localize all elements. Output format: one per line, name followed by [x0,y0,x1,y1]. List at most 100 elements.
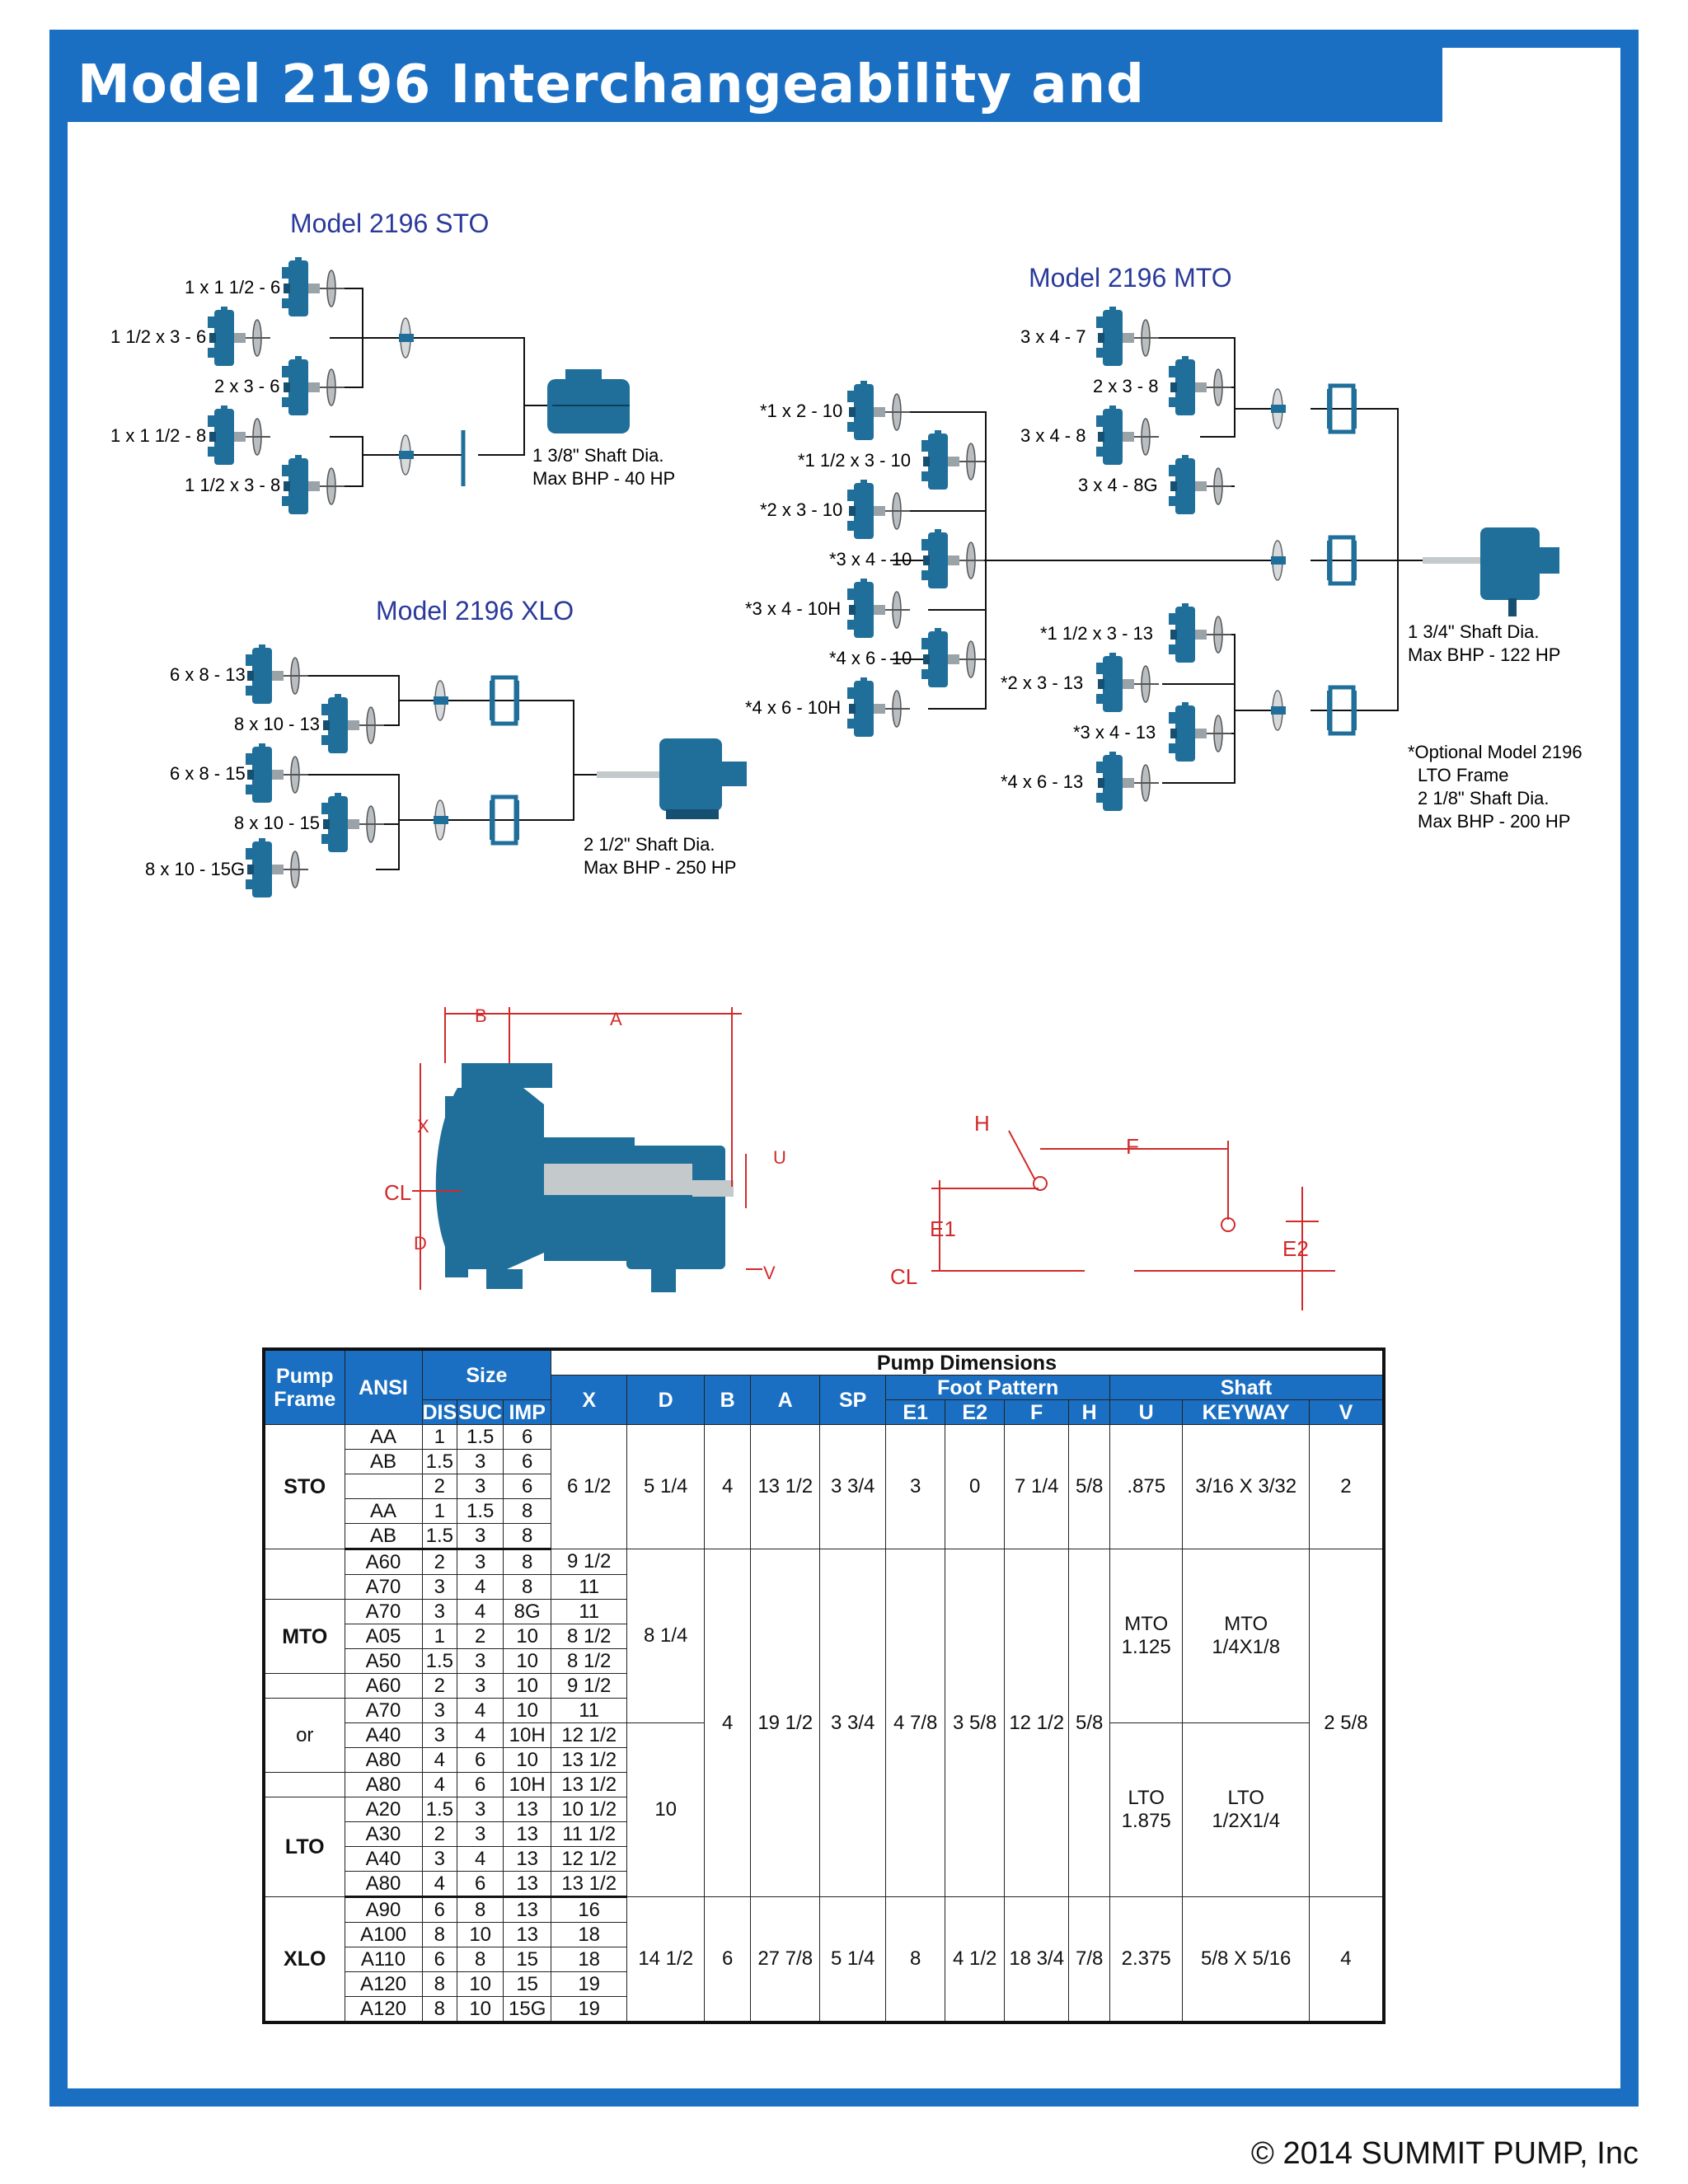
dim-label-a: A [610,1009,622,1029]
cell-imp: 6 [503,1424,552,1450]
cell-xlo-h: 7/8 [1068,1896,1111,2023]
mto-note-2: 2 1/8" Shaft Dia. [1418,788,1549,808]
cell-lto-keyway-line: 1/2X1/4 [1212,1810,1281,1832]
cell-suc: 4 [457,1722,504,1748]
cell-imp: 10 [503,1624,552,1649]
cell-suc: 3 [457,1673,504,1699]
cell-x: 12 1/2 [551,1722,628,1748]
cell-suc: 3 [457,1797,504,1822]
cell-sto-d: 5 1/4 [626,1424,706,1549]
page-border [49,30,1639,2107]
xlo-diagram: Model 2196 XLO 6 x 8 - 13 8 x 10 - 13 6 … [145,596,747,898]
cell-dis: 2 [421,1474,458,1499]
header-shaft: Shaft [1109,1375,1385,1400]
cell-sto-b: 4 [704,1424,752,1549]
cell-suc: 3 [457,1549,504,1575]
cell-mto-h: 5/8 [1068,1549,1111,1897]
dim-label-cl: CL [384,1180,411,1205]
cell-sto-a: 13 1/2 [750,1424,821,1549]
frame-xlo: XLO [263,1896,345,2023]
cell-x: 11 [551,1599,628,1624]
cell-lto-u-line: LTO [1128,1787,1165,1809]
page-title: Model 2196 Interchangeability and Dimens… [68,48,1442,190]
cell-x: 11 [551,1574,628,1600]
cell-sto-f: 7 1/4 [1004,1424,1070,1549]
frame-sto: STO [263,1424,345,1549]
cell-ansi: A90 [344,1896,423,1923]
cell-mto-u-line: 1.125 [1121,1636,1171,1658]
header-dis: DIS [421,1399,458,1425]
cell-suc: 10 [457,1971,504,1997]
header-size: Size [421,1348,552,1400]
cell-dis: 8 [421,1922,458,1947]
mto-top-pump-1: 2 x 3 - 8 [1093,376,1158,396]
foot-label-cl: CL [890,1264,917,1289]
cell-ansi: AB [344,1449,423,1474]
cell-ansi: A05 [344,1624,423,1649]
cell-suc: 6 [457,1871,504,1898]
foot-label-e1: E1 [930,1216,956,1241]
cell-mto-d: 8 1/4 [626,1549,706,1723]
header-foot-pattern: Foot Pattern [885,1375,1111,1400]
dim-label-d: D [414,1233,427,1254]
sto-pump-1: 1 1/2 x 3 - 6 [110,326,206,347]
cell-x: 19 [551,1971,628,1997]
cell-suc: 3 [457,1449,504,1474]
cell-x: 12 1/2 [551,1846,628,1872]
cell-ansi: A40 [344,1846,423,1872]
cell-imp: 10 [503,1698,552,1723]
header-e2: E2 [945,1399,1006,1425]
xlo-pump-4: 8 x 10 - 15G [145,859,245,879]
cell-xlo-e2: 4 1/2 [945,1896,1006,2023]
header-pump-frame: Pump Frame [263,1348,345,1425]
cell-ansi: A80 [344,1871,423,1898]
header-a: A [750,1375,821,1425]
mto-shaft: 1 3/4" Shaft Dia. [1408,621,1539,642]
cell-suc: 4 [457,1574,504,1600]
header-keyway: KEYWAY [1182,1399,1311,1425]
cell-ansi: A70 [344,1698,423,1723]
cell-mto-keyway-line: MTO [1224,1613,1268,1635]
header-x: X [551,1375,628,1425]
mto-left-pump-6: *4 x 6 - 10H [745,697,841,718]
mto-left-pump-2: *2 x 3 - 10 [760,499,842,520]
cell-sto-h: 5/8 [1068,1424,1111,1549]
sto-bhp: Max BHP - 40 HP [532,468,675,489]
cell-suc: 1.5 [457,1424,504,1450]
cell-x: 10 1/2 [551,1797,628,1822]
frame-lto: LTO [263,1797,345,1897]
cell-imp: 10 [503,1673,552,1699]
cell-xlo-u: 2.375 [1109,1896,1184,2023]
cell-dis: 6 [421,1896,458,1923]
cell-imp: 13 [503,1922,552,1947]
header-suc: SUC [457,1399,504,1425]
xlo-pump-3: 8 x 10 - 15 [234,813,320,833]
cell-dis: 8 [421,1971,458,1997]
cell-x: 18 [551,1922,628,1947]
header-e1: E1 [885,1399,946,1425]
cell-ansi: AA [344,1498,423,1524]
cell-imp: 6 [503,1474,552,1499]
header-d: D [626,1375,706,1425]
cell-imp: 6 [503,1449,552,1474]
cell-x: 13 1/2 [551,1772,628,1797]
cell-x: 11 [551,1698,628,1723]
frame-mto-spacer-top [263,1549,345,1600]
cell-imp: 8 [503,1523,552,1550]
mto-left-pump-1: *1 1/2 x 3 - 10 [798,450,911,471]
cell-sto-keyway: 3/16 X 3/32 [1182,1424,1311,1549]
cell-ansi: A80 [344,1747,423,1773]
xlo-pump-2: 6 x 8 - 15 [170,763,246,784]
xlo-shaft: 2 1/2" Shaft Dia. [584,834,715,855]
mto-title: Model 2196 MTO [1029,263,1232,293]
sto-pump-4: 1 1/2 x 3 - 8 [185,475,280,495]
cell-ansi: A120 [344,1996,423,2023]
